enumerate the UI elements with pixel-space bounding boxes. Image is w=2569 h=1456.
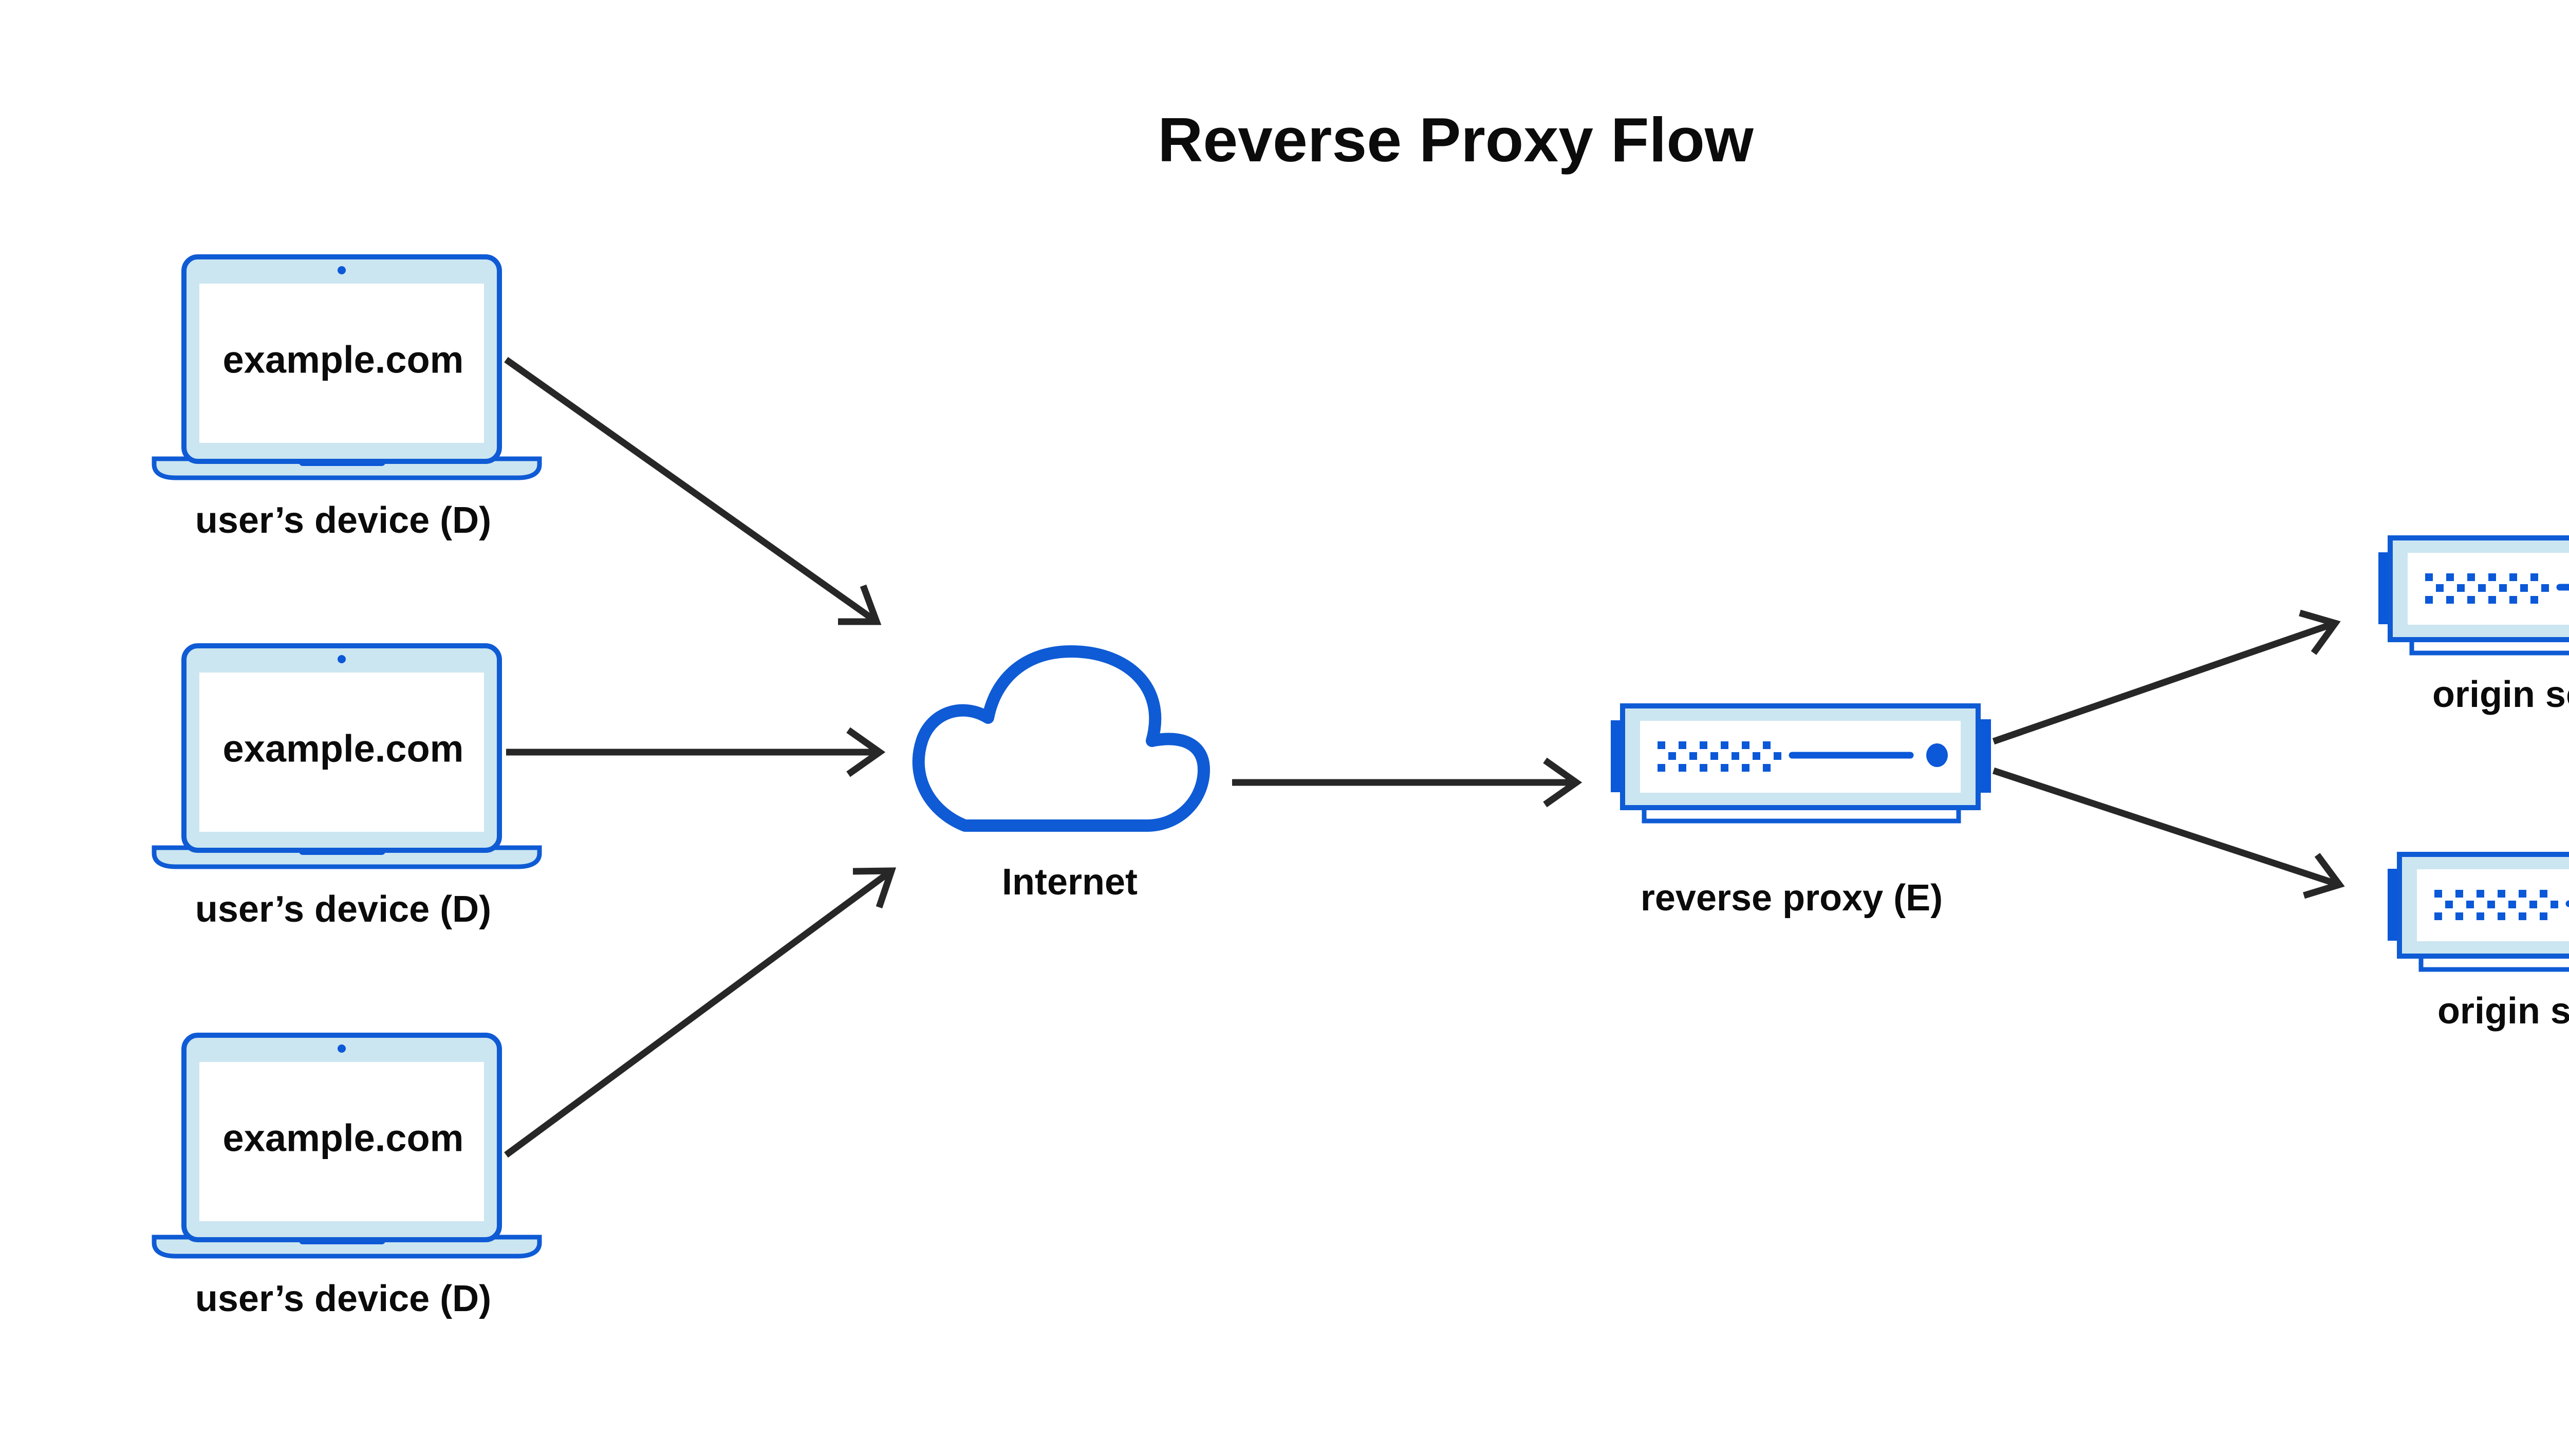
origin-server-label: origin server (F) [2437, 991, 2569, 1032]
page-title: Reverse Proxy Flow [1158, 105, 1754, 175]
arrow-device3-to-internet [504, 867, 897, 1158]
user-device-node-2: example.com user’s device (D) [154, 646, 539, 930]
server-icon [2388, 854, 2569, 969]
arrow-proxy-to-origin2 [1992, 767, 2345, 899]
device-screen-text: example.com [223, 727, 464, 770]
arrowhead-icon [1543, 757, 1583, 808]
server-icon [1611, 706, 1991, 821]
arrow-device1-to-internet [504, 357, 882, 625]
user-device-node-3: example.com user’s device (D) [154, 1035, 539, 1319]
device-screen-text: example.com [223, 339, 464, 381]
device-label: user’s device (D) [195, 500, 491, 541]
arrowhead-icon [2303, 853, 2345, 899]
arrow-internet-to-proxy [1232, 757, 1583, 808]
internet-label: Internet [1002, 862, 1138, 903]
internet-node: Internet [912, 645, 1210, 903]
origin-server-label: origin server (F) [2432, 674, 2569, 715]
origin-server-node-1: origin server (F) [2378, 538, 2569, 715]
reverse-proxy-node: reverse proxy (E) [1611, 706, 1991, 919]
arrow-proxy-to-origin1 [1992, 609, 2341, 745]
reverse-proxy-label: reverse proxy (E) [1641, 878, 1943, 919]
device-screen-text: example.com [223, 1117, 464, 1160]
device-label: user’s device (D) [195, 1278, 491, 1319]
arrow-device2-to-internet [506, 727, 886, 777]
origin-server-node-2: origin server (F) [2388, 854, 2569, 1032]
user-device-node-1: example.com user’s device (D) [154, 257, 539, 541]
server-icon [2378, 538, 2569, 653]
device-label: user’s device (D) [195, 889, 491, 930]
arrowhead-icon [852, 867, 897, 909]
cloud-icon [912, 645, 1210, 832]
arrowhead-icon [838, 584, 882, 625]
arrowhead-icon [846, 727, 886, 777]
arrowhead-icon [2299, 609, 2341, 655]
